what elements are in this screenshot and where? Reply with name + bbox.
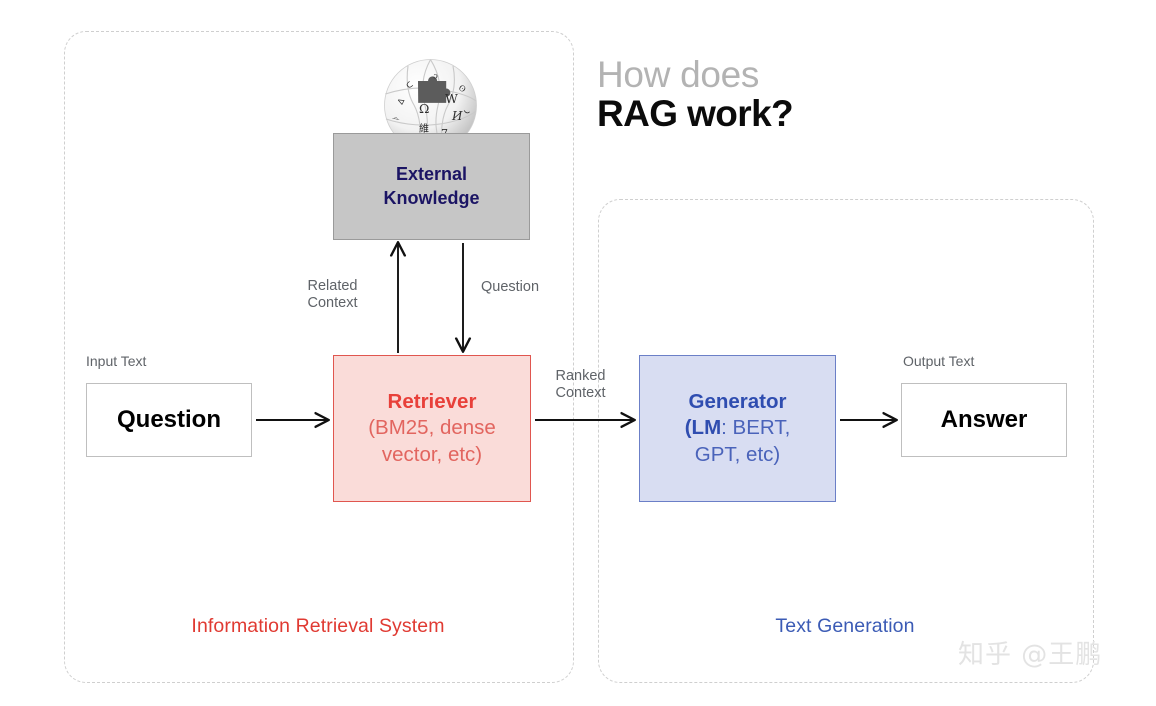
- input-question-value: Question: [116, 406, 221, 433]
- svg-text:ᑕ: ᑕ: [405, 80, 415, 91]
- group-text-generation: [598, 199, 1094, 683]
- page-title: How does RAG work?: [597, 54, 794, 135]
- generator-lm-label: LM: [691, 416, 722, 440]
- svg-text:ɔ: ɔ: [433, 71, 439, 81]
- title-line-1: How does: [597, 54, 760, 95]
- svg-text:W: W: [445, 91, 458, 106]
- title-line-2: RAG work?: [597, 93, 794, 135]
- retriever-line-2: (BM25, dense: [368, 416, 496, 440]
- node-output-answer[interactable]: Answer: [901, 383, 1067, 457]
- ranked-context-line-2: Context: [555, 385, 606, 402]
- retriever-title: Retriever: [387, 390, 477, 414]
- output-answer-value: Answer: [940, 406, 1028, 433]
- node-retriever[interactable]: Retriever (BM25, dense vector, etc): [333, 355, 531, 502]
- question-edge-line-1: Question: [481, 279, 540, 295]
- related-context-line-1: Related: [307, 278, 358, 294]
- generator-line-2-rest: : BERT,: [721, 416, 791, 440]
- group-label-information-retrieval: Information Retrieval System: [191, 615, 445, 637]
- external-knowledge-line-1: External: [395, 164, 468, 185]
- watermark: 知乎 @王鹏: [958, 640, 1103, 670]
- svg-text:維: 維: [419, 122, 429, 135]
- edge-label-related-context: Related Context: [295, 278, 370, 313]
- external-knowledge-line-2: Knowledge: [383, 187, 480, 208]
- retriever-line-3: vector, etc): [381, 442, 483, 466]
- edge-label-ranked-context: Ranked Context: [543, 368, 618, 403]
- node-external-knowledge[interactable]: External Knowledge: [333, 133, 530, 240]
- group-information-retrieval: [64, 31, 574, 683]
- generator-line-3: GPT, etc): [694, 442, 781, 466]
- svg-text:ر: ر: [463, 106, 474, 115]
- svg-text:И: И: [451, 109, 463, 123]
- svg-text:ʘ: ʘ: [457, 83, 468, 94]
- output-text-caption: Output Text: [903, 353, 975, 369]
- generator-line-2-open: (: [684, 416, 692, 440]
- ranked-context-line-1: Ranked: [555, 368, 606, 384]
- node-input-question[interactable]: Question: [86, 383, 252, 457]
- node-generator[interactable]: Generator (LM: BERT, GPT, etc): [639, 355, 836, 502]
- edge-label-question: Question: [481, 279, 539, 296]
- svg-text:ᚦ: ᚦ: [391, 115, 401, 122]
- input-text-caption: Input Text: [86, 353, 147, 369]
- related-context-line-2: Context: [307, 295, 358, 312]
- group-label-text-generation: Text Generation: [775, 615, 915, 637]
- generator-title: Generator: [688, 390, 787, 414]
- svg-text:ᐃ: ᐃ: [396, 96, 407, 106]
- svg-text:Ω: Ω: [419, 101, 429, 116]
